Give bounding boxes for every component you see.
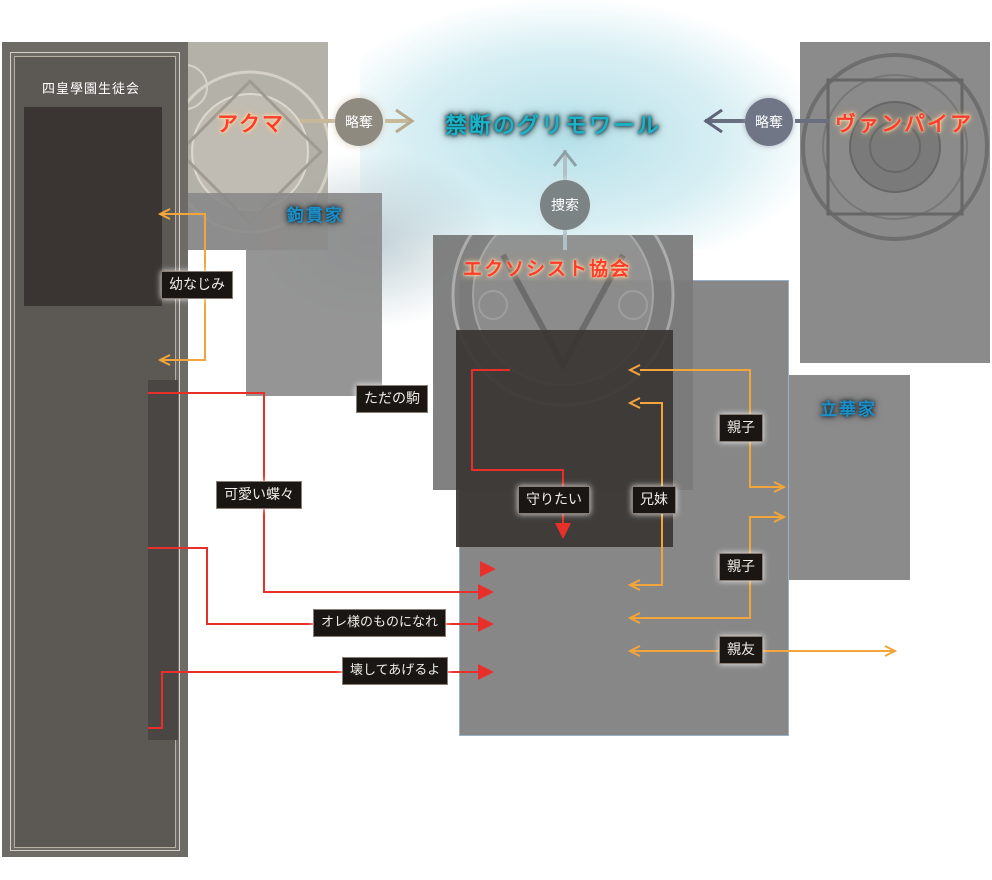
tachibana-title: 立華家	[820, 400, 877, 420]
student-council-frame-inner	[10, 52, 180, 851]
tachibana-panel	[788, 375, 910, 580]
portrait-box-1	[24, 107, 162, 306]
vampire-sigil-icon	[801, 53, 989, 241]
relation-mamoritai: 守りたい	[518, 486, 590, 514]
vampire-title: ヴァンパイア	[835, 111, 973, 136]
student-council-title: 四皇學園生徒会	[42, 82, 141, 97]
relation-oyako-2: 親子	[719, 553, 763, 581]
relation-oyako-1: 親子	[719, 414, 763, 442]
relation-kyoudai: 兄妹	[632, 486, 676, 514]
akuma-title: アクマ	[217, 111, 285, 136]
relation-ore-sama: オレ様のものになれ	[313, 609, 447, 637]
kouzuki-title: 鉤貫家	[287, 206, 344, 226]
relation-kowashite: 壊してあげるよ	[342, 657, 449, 685]
relation-osananajimi: 幼なじみ	[161, 271, 233, 299]
sousaku-circle: 捜索	[540, 180, 590, 230]
grimoire-title: 禁断のグリモワール	[445, 113, 662, 139]
relation-tada-no-koma: ただの駒	[356, 385, 428, 413]
ryakudatsu-right-circle: 略奪	[745, 98, 793, 146]
relation-shinyuu: 親友	[719, 636, 763, 664]
ryakudatsu-left-circle: 略奪	[335, 98, 383, 146]
vampire-panel	[800, 42, 990, 363]
exorcist-title: エクソシスト協会	[463, 258, 632, 280]
relation-kawaii-chouchou: 可愛い蝶々	[216, 481, 302, 509]
